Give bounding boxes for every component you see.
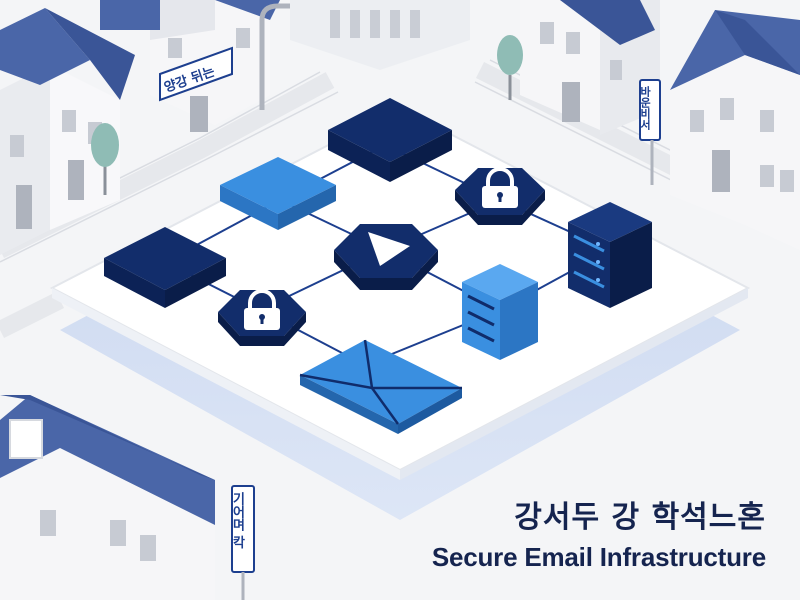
padlock-icon: [482, 167, 518, 208]
sign-right: 바운비서: [639, 79, 661, 185]
network-node-light: [220, 157, 336, 230]
network-node-left: [104, 227, 226, 308]
server-icon: [467, 294, 495, 343]
network-node-top: [328, 98, 452, 182]
sign-top-left: 양강 뒤는: [159, 46, 233, 102]
svg-text:바운비서: 바운비서: [639, 85, 652, 131]
svg-text:기어며 칵: 기어며 칵: [230, 492, 245, 550]
house-bottom-left: [0, 395, 215, 600]
sign-bottom: 기어며 칵: [230, 485, 255, 600]
tree-top-right: [497, 35, 523, 100]
server-node-navy: [568, 202, 652, 308]
lock-node-bottom: [218, 289, 306, 346]
house-top-center: 양강 뒤는: [100, 0, 280, 132]
server-icon: [573, 234, 605, 289]
caption-english: Secure Email Infrastructure: [431, 542, 766, 572]
lock-node-top: [455, 167, 545, 225]
envelope-icon: [299, 339, 462, 425]
house-right: [670, 10, 800, 250]
house-top-right: [520, 0, 660, 135]
building-top-center: [259, 0, 470, 110]
house-top-left: [0, 8, 135, 255]
play-node: [334, 224, 438, 290]
server-node-light: [462, 264, 538, 360]
padlock-icon: [244, 289, 280, 330]
envelope-node: [299, 339, 462, 434]
play-icon: [368, 232, 410, 266]
tree-left: [91, 123, 119, 195]
caption-korean: 강서두 강 학석느혼: [514, 500, 766, 535]
